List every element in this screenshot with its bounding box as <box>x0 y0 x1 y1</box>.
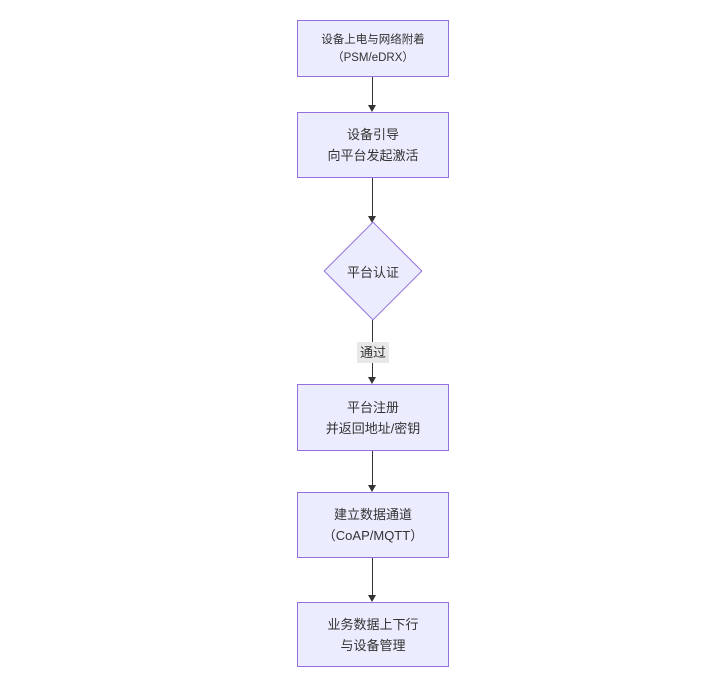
node-text-line: 建立数据通道 <box>333 507 412 522</box>
node-text-line: 设备引导 <box>346 127 399 142</box>
node-text-line: 业务数据上下行 <box>327 616 419 632</box>
node-text-line: （CoAP/MQTT） <box>322 528 424 543</box>
decision-platform-auth-label: 平台认证 <box>346 265 399 280</box>
node-text-line: 平台注册 <box>346 399 399 415</box>
node-text-line: 向平台发起激活 <box>327 148 419 163</box>
node-text-line: 设备上电与网络附着 <box>321 33 425 46</box>
connector-line <box>372 558 373 595</box>
edge-label-pass: 通过 <box>356 342 390 363</box>
arrow-down-icon <box>368 595 376 602</box>
node-platform-register: 平台注册 并返回地址/密钥 <box>297 384 449 451</box>
node-data-channel: 建立数据通道 （CoAP/MQTT） <box>297 492 449 558</box>
node-text-line: （PSM/eDRX） <box>332 51 414 64</box>
node-text-line: 与设备管理 <box>340 637 406 653</box>
connector-line <box>372 451 373 485</box>
arrow-down-icon <box>368 216 376 223</box>
arrow-down-icon <box>368 485 376 492</box>
node-text-line: 并返回地址/密钥 <box>325 420 421 436</box>
node-business-data-management: 业务数据上下行 与设备管理 <box>297 602 449 667</box>
node-device-bootstrap: 设备引导 向平台发起激活 <box>297 112 449 178</box>
arrow-down-icon <box>368 377 376 384</box>
connector-line <box>372 178 373 216</box>
connector-line <box>372 77 373 105</box>
node-power-network-attach: 设备上电与网络附着 （PSM/eDRX） <box>297 20 449 77</box>
arrow-down-icon <box>368 105 376 112</box>
